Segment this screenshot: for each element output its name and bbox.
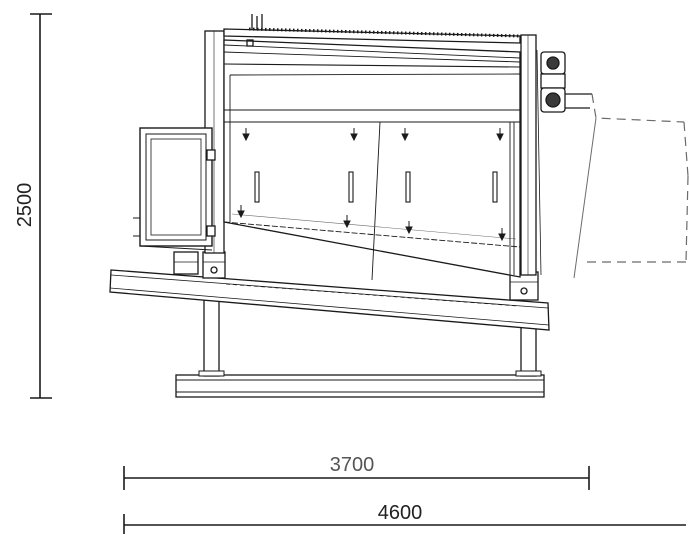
top-spike-rail [223,14,521,44]
down-arrow-icon [496,128,504,142]
right-vertical-post [520,34,542,276]
left-leg [198,295,225,377]
down-arrow-icon [343,215,351,229]
overall-width-dimension-label: 4600 [378,502,423,524]
slot-2 [348,171,354,203]
inner-width-dimension-label: 3700 [330,454,375,476]
down-arrow-icon [237,205,245,219]
down-arrow-icon [242,128,250,142]
down-arrow-icon [405,221,413,235]
base-plate [175,374,545,398]
down-arrow-icon [498,228,506,242]
drive-motor [540,51,592,113]
tilted-position-outline [573,93,689,279]
machine [109,14,689,398]
slot-1 [254,171,260,203]
slot-4 [492,171,498,203]
slot-3 [405,171,411,203]
main-housing [223,39,521,281]
overall-width-dimension [123,514,686,534]
height-dimension [30,13,52,399]
inner-width-dimension [123,466,590,490]
inclined-support-beam [109,269,550,331]
down-arrow-icon [401,128,409,142]
down-arrow-icon [350,128,358,142]
height-dimension-label: 2500 [14,183,36,228]
arrow-markers [237,128,506,242]
left-bearing-block [173,251,226,279]
housing-slots [254,171,498,203]
control-cabinet [133,127,216,251]
